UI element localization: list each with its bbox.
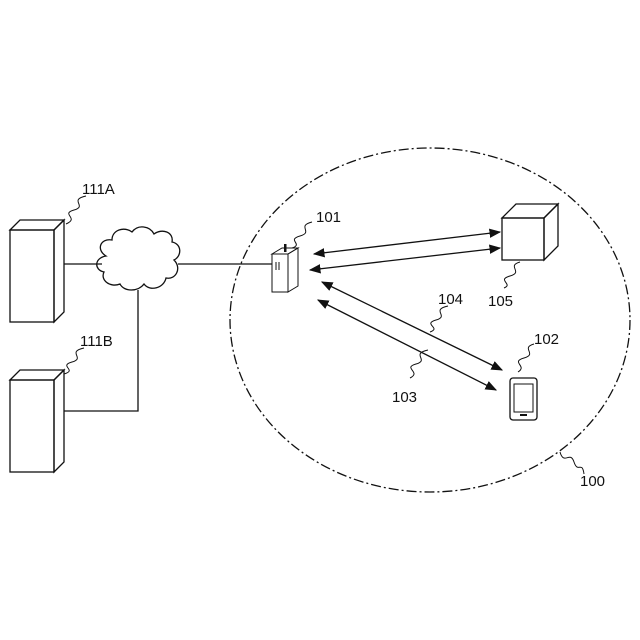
- leader-111b: [64, 348, 84, 374]
- leader-102: [518, 344, 534, 372]
- link-103-label: 103: [392, 389, 417, 406]
- area-label: 100: [580, 473, 605, 490]
- router-label: 101: [316, 209, 341, 226]
- leader-104: [430, 306, 448, 332]
- router-icon: [272, 244, 298, 292]
- server-b-label: 111B: [80, 333, 113, 350]
- leader-105: [504, 262, 520, 288]
- coverage-area: [230, 148, 630, 492]
- server-a-label: 111A: [82, 181, 115, 198]
- phone-label: 102: [534, 331, 559, 348]
- leader-111a: [66, 196, 86, 224]
- cube-label: 105: [488, 293, 513, 310]
- link-104-label: 104: [438, 291, 463, 308]
- phone-icon: [510, 378, 537, 420]
- server-a-icon: [10, 220, 64, 322]
- link-104-arrow: [322, 282, 502, 370]
- leader-100: [560, 452, 584, 474]
- cube-device-icon: [502, 204, 558, 260]
- leader-101: [292, 222, 312, 248]
- server-b-icon: [10, 370, 64, 472]
- link-103-arrow: [318, 300, 496, 390]
- cloud-icon: [97, 227, 180, 290]
- link-server-b-cloud: [64, 290, 138, 411]
